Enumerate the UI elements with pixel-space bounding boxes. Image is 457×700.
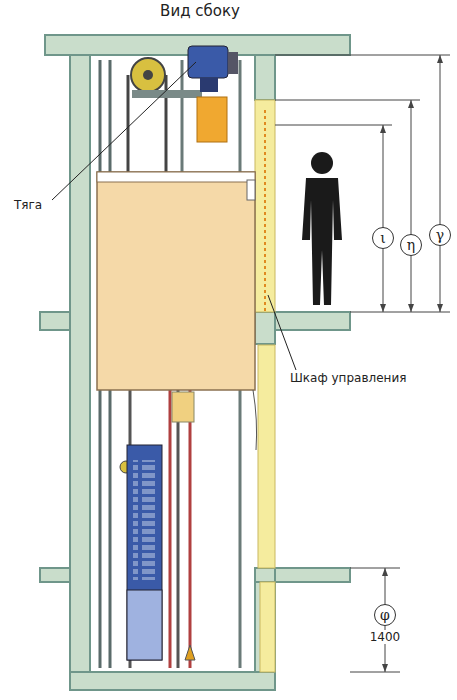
- callout-letter: η: [407, 238, 415, 252]
- callout-circle: ι: [372, 227, 394, 249]
- dimension-value: 1400: [368, 630, 403, 644]
- callout-letter: ι: [380, 231, 386, 245]
- callout-letter: γ: [436, 228, 444, 242]
- callout-letter: φ: [380, 608, 390, 622]
- callout-circle: φ: [374, 604, 396, 626]
- callout-circle: γ: [429, 224, 451, 246]
- part-label: Шкаф управления: [290, 371, 406, 385]
- diagram-title: Вид сбоку: [0, 2, 400, 20]
- part-label: Тяга: [14, 198, 42, 212]
- callout-circle: η: [400, 234, 422, 256]
